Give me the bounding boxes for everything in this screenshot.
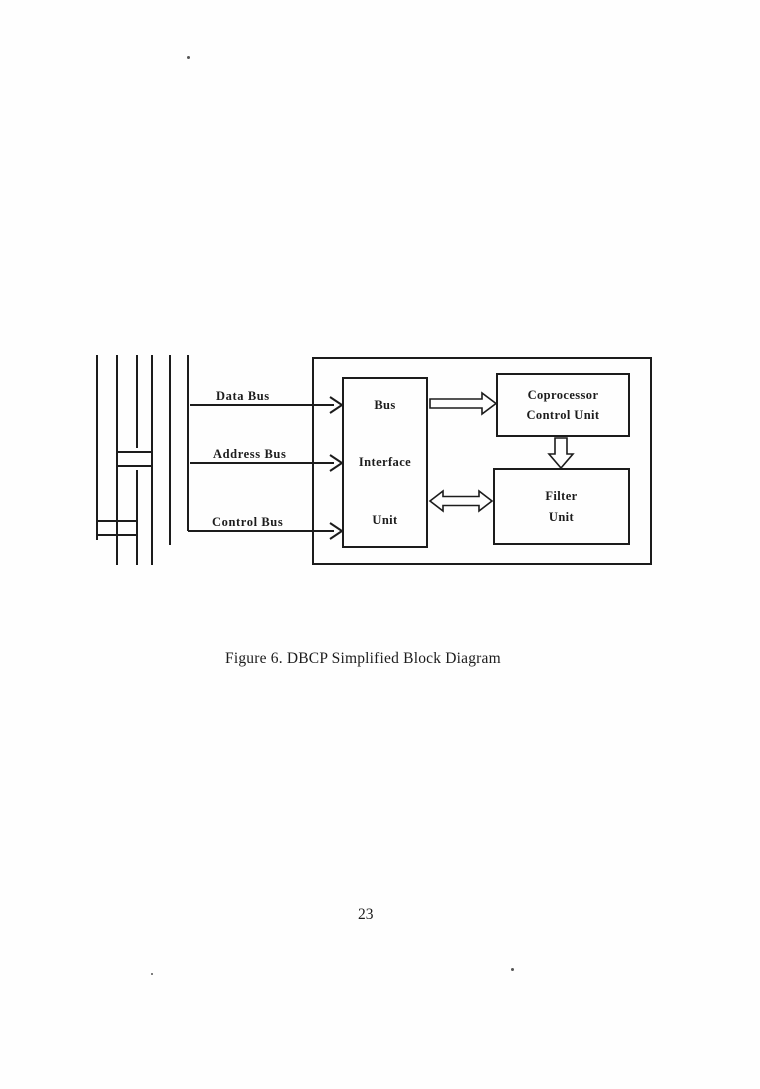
system-bus-rails [96, 355, 189, 565]
coprocessor-control-unit-label-line: Control Unit [526, 407, 600, 422]
bus-interface-unit-label-line: Interface [358, 455, 412, 470]
figure-caption: Figure 6. DBCP Simplified Block Diagram [225, 650, 501, 667]
control-bus-label: Control Bus [212, 515, 284, 529]
filter-unit-box: Filter Unit [493, 468, 630, 545]
filter-unit-label-line: Filter [545, 488, 578, 503]
filter-unit-label-line: Unit [548, 510, 575, 524]
bus-interface-unit-label-line: Unit [372, 512, 398, 527]
scan-artifact-dot [187, 56, 190, 59]
coprocessor-control-unit-box: Coprocessor Control Unit [496, 373, 630, 437]
scan-artifact-dot [151, 973, 153, 975]
data-bus-label: Data Bus [216, 389, 270, 403]
dbcp-outer-box [312, 357, 652, 565]
coprocessor-control-unit-label-line: Coprocessor [527, 388, 599, 402]
address-bus-label: Address Bus [213, 447, 287, 461]
scan-artifact-dot [511, 968, 514, 971]
bus-interface-unit-label-line: Bus [374, 398, 396, 412]
page-number: 23 [358, 906, 374, 923]
bus-interface-unit-box: Bus Interface Unit [342, 377, 428, 548]
